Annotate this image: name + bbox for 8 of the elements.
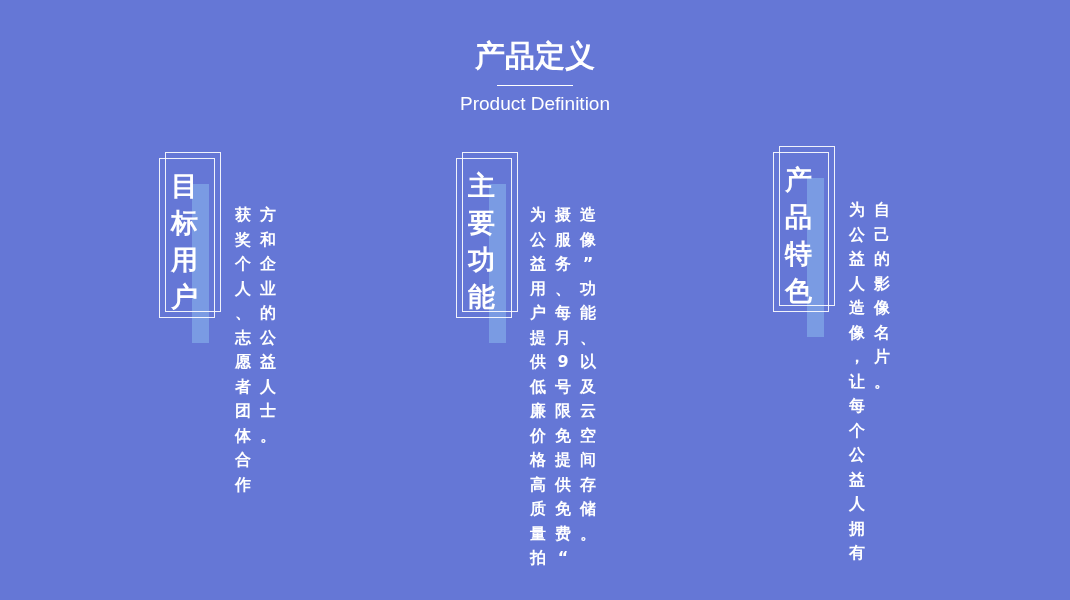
subtitle: Product Definition xyxy=(459,92,611,116)
body-text: 为公益人造像，让每个公益人拥有自己的影像名片。 xyxy=(849,199,890,564)
section-heading: 主要功能 xyxy=(468,169,495,314)
body-text: 获奖个人、志愿者团体合作方和企业的公益人士。 xyxy=(235,204,276,496)
page-title: 产品定义 xyxy=(474,37,596,75)
body-text: 为公益用户提供低廉价格高质量拍摄服务、每月9号限免提供免费“造像”功能、以及云空间存储。 xyxy=(530,204,596,569)
section-heading: 产品特色 xyxy=(785,163,812,308)
section-heading: 目标用户 xyxy=(171,169,198,314)
